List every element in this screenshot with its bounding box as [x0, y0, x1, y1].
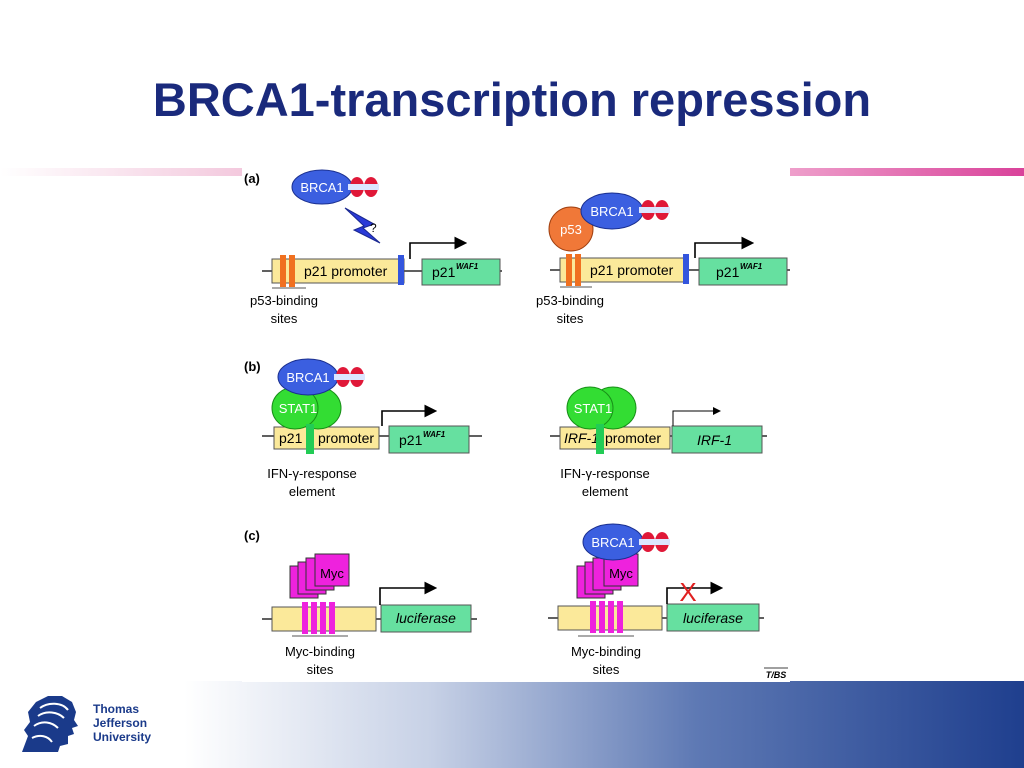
ifn-response-element [306, 424, 314, 454]
footer-gradient-band [0, 681, 1024, 768]
promoter-label: promoter [318, 430, 374, 446]
svg-text:p53: p53 [560, 222, 582, 237]
myc-binding-site [302, 602, 308, 634]
myc-binding-site [590, 601, 596, 633]
myc-binding-site [617, 601, 623, 633]
panel-a-label: (a) [244, 171, 260, 186]
p21-label: p21 [279, 430, 303, 446]
luciferase-label: luciferase [396, 610, 456, 626]
brca1-protein: BRCA1 [581, 193, 670, 229]
transcription-arrow-icon [410, 243, 464, 259]
p21-gene-label: p21 [432, 264, 456, 280]
stat1-protein: STAT1 [567, 387, 636, 429]
ifn-response-label-2: element [289, 484, 336, 499]
panel-b-label: (b) [244, 359, 261, 374]
p53-sites-label: p53-binding [536, 293, 604, 308]
myc-binding-site [329, 602, 335, 634]
transcription-arrow-icon [382, 411, 434, 426]
svg-text:STAT1: STAT1 [574, 401, 613, 416]
svg-text:BRCA1: BRCA1 [590, 204, 633, 219]
p53-binding-site [566, 254, 572, 286]
p21-gene-label: p21 [399, 432, 423, 448]
panel-b-right: IRF-1 promoter STAT1 IRF-1 IFN-γ-respons… [550, 387, 767, 499]
panel-a-left: BRCA1 ? p21 promoter p21 WAF1 p53-bindin… [250, 170, 502, 326]
title-rule-left [0, 168, 246, 176]
p53-binding-site [280, 255, 286, 287]
panel-c-label: (c) [244, 528, 260, 543]
myc-binding-site [599, 601, 605, 633]
brca1-repression-figure: (a) BRCA1 ? p21 promoter p21 WAF1 p53-bi… [242, 168, 790, 682]
panel-c-right: Myc BRCA1 luciferase X Myc-binding sites [548, 524, 764, 677]
myc-binding-site [320, 602, 326, 634]
ifn-response-label-2: element [582, 484, 629, 499]
brct-domain-icon [334, 367, 365, 387]
brca1-protein: BRCA1 [278, 359, 365, 395]
myc-protein: Myc [577, 554, 638, 598]
ifn-response-label: IFN-γ-response [267, 466, 357, 481]
svg-text:Myc: Myc [609, 566, 633, 581]
title-rule-right [789, 168, 1024, 176]
myc-sites-label: Myc-binding [571, 644, 641, 659]
waf1-superscript: WAF1 [456, 262, 479, 271]
brca1-protein: BRCA1 [292, 170, 379, 204]
transcription-arrow-icon [673, 411, 719, 426]
p53-sites-label-2: sites [271, 311, 298, 326]
brct-domain-icon [639, 200, 670, 220]
brct-domain-icon [639, 532, 670, 552]
brca1-protein: BRCA1 [583, 524, 670, 560]
slide-title: BRCA1-transcription repression [0, 72, 1024, 127]
p21-promoter-label: p21 promoter [304, 263, 388, 279]
transcription-arrow-icon [380, 588, 434, 605]
transcription-arrow-icon [695, 243, 751, 258]
p53-binding-site [575, 254, 581, 286]
myc-binding-site [311, 602, 317, 634]
university-name-line3: University [93, 730, 151, 744]
luciferase-label: luciferase [683, 610, 743, 626]
svg-text:BRCA1: BRCA1 [591, 535, 634, 550]
university-name: Thomas Jefferson University [93, 702, 151, 744]
p53-binding-site [289, 255, 295, 287]
university-name-line2: Jefferson [93, 716, 151, 730]
promoter-label: promoter [605, 430, 661, 446]
brct-domain-icon [348, 177, 379, 197]
svg-text:BRCA1: BRCA1 [286, 370, 329, 385]
question-mark: ? [370, 221, 377, 235]
myc-sites-label-2: sites [593, 662, 620, 677]
myc-sites-label-2: sites [307, 662, 334, 677]
panel-a-right: p53 BRCA1 p21 promoter p21 WAF1 p53-bind… [536, 193, 790, 326]
panel-c-left: Myc luciferase Myc-binding sites [262, 554, 477, 677]
p21-gene-label: p21 [716, 264, 740, 280]
panel-b-left: p21 promoter STAT1 BRCA1 p21 WAF1 IFN-γ-… [262, 359, 482, 499]
irf1-gene-label: IRF-1 [697, 432, 732, 448]
irf1-promoter-label: IRF-1 [564, 430, 599, 446]
tata-box [398, 255, 404, 285]
svg-text:STAT1: STAT1 [279, 401, 318, 416]
jefferson-logo-icon [18, 690, 86, 756]
myc-protein: Myc [290, 554, 349, 598]
repression-x-icon: X [679, 577, 696, 607]
university-name-line1: Thomas [93, 702, 151, 716]
myc-binding-site [608, 601, 614, 633]
figure-credit: T/BS [766, 670, 787, 680]
p53-sites-label-2: sites [557, 311, 584, 326]
myc-sites-label: Myc-binding [285, 644, 355, 659]
svg-text:Myc: Myc [320, 566, 344, 581]
svg-text:BRCA1: BRCA1 [300, 180, 343, 195]
waf1-superscript: WAF1 [423, 430, 446, 439]
p53-sites-label: p53-binding [250, 293, 318, 308]
p21-promoter-label: p21 promoter [590, 262, 674, 278]
tata-box [683, 254, 689, 284]
ifn-response-label: IFN-γ-response [560, 466, 650, 481]
ifn-response-element [596, 424, 604, 454]
waf1-superscript: WAF1 [740, 262, 763, 271]
